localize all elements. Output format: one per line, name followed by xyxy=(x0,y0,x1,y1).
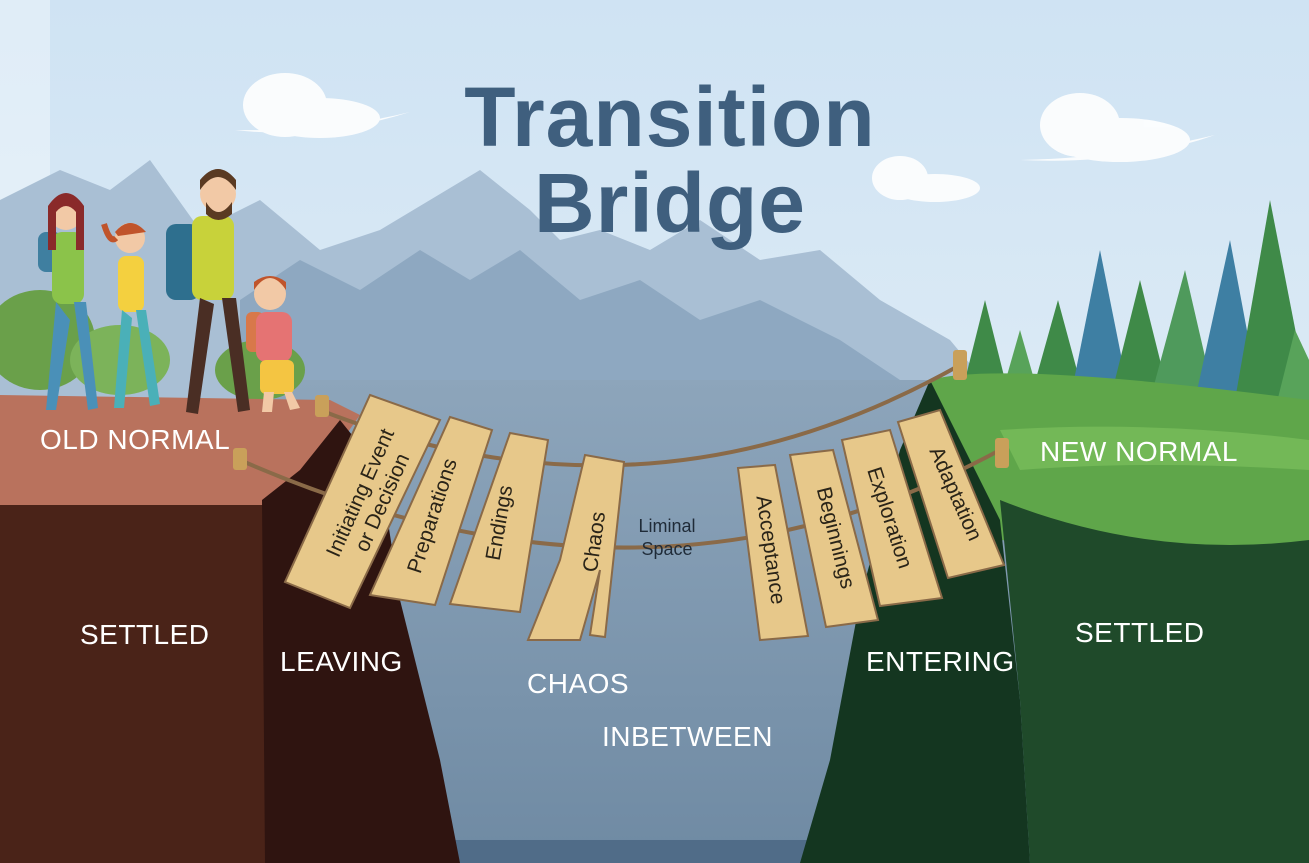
right-cliff-front xyxy=(1000,500,1309,863)
cloud-left xyxy=(235,73,410,138)
new-normal-label: NEW NORMAL xyxy=(1040,436,1238,467)
plank-initiating xyxy=(283,393,442,610)
inbetween-label: INBETWEEN xyxy=(602,721,773,752)
settled-left-label: SETTLED xyxy=(80,619,210,650)
chaos-zone-label: CHAOS xyxy=(527,668,630,699)
liminal-line2: Space xyxy=(641,539,693,559)
hiker-man xyxy=(166,169,250,414)
title-line-2: Bridge xyxy=(533,156,807,250)
chasm-floor xyxy=(400,840,840,863)
left-cliff-top xyxy=(0,395,360,520)
hiker-woman xyxy=(38,193,98,410)
rope-posts xyxy=(233,350,1009,470)
bridge-planks xyxy=(283,393,1006,642)
mid-mountains xyxy=(240,250,960,420)
plank-beginnings xyxy=(788,448,880,629)
cloud-right-top xyxy=(1020,93,1215,162)
hiker-girl xyxy=(101,223,160,408)
settled-right-label: SETTLED xyxy=(1075,617,1205,648)
liminal-space-label: Liminal Space xyxy=(612,515,722,561)
leaving-label: LEAVING xyxy=(280,646,403,677)
plank-adaptation xyxy=(896,408,1006,580)
liminal-line1: Liminal xyxy=(638,516,696,536)
plank-chaos xyxy=(526,453,626,641)
entering-label: ENTERING xyxy=(866,646,1015,677)
hiker-boy xyxy=(246,276,300,412)
right-grass-highlight xyxy=(1000,426,1309,470)
plank-exploration xyxy=(840,428,944,608)
cloud-right-small xyxy=(872,156,980,202)
title-line-1: Transition xyxy=(464,70,876,164)
plank-preparations xyxy=(368,415,494,607)
old-normal-label: OLD NORMAL xyxy=(40,424,231,455)
family-hikers xyxy=(38,169,300,414)
left-cliff-front xyxy=(0,505,270,863)
plank-acceptance xyxy=(736,463,810,642)
plank-endings xyxy=(448,431,550,614)
